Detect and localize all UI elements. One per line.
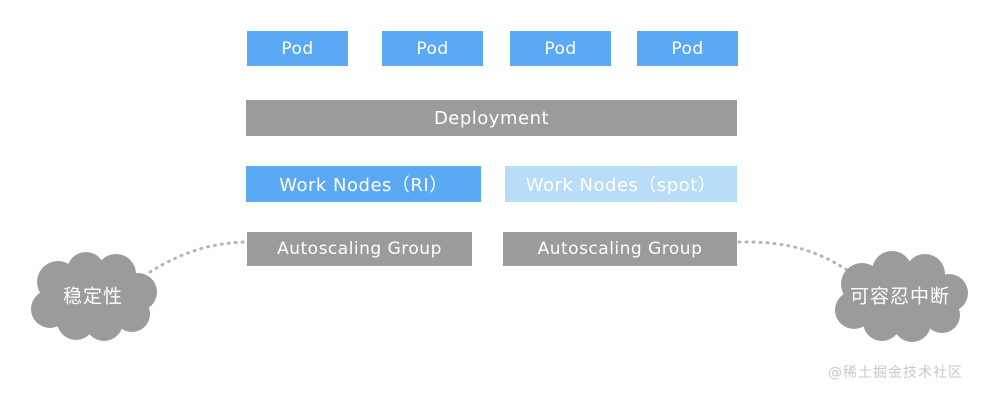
cloud-stability-label: 稳定性 bbox=[62, 285, 123, 308]
pod-box-4: Pod bbox=[637, 31, 738, 66]
connector-left-dotted-path bbox=[148, 240, 247, 274]
autoscaling-group-right-box: Autoscaling Group bbox=[503, 232, 737, 266]
work-nodes-ri-box: Work Nodes（RI） bbox=[246, 166, 481, 202]
pod-box-3: Pod bbox=[510, 31, 611, 66]
work-nodes-spot-box: Work Nodes（spot） bbox=[505, 166, 737, 202]
cloud-shape-right bbox=[835, 251, 968, 342]
deployment-bar: Deployment bbox=[246, 100, 737, 136]
autoscaling-group-left-label: Autoscaling Group bbox=[277, 239, 442, 259]
pod-label-3: Pod bbox=[544, 38, 577, 59]
work-nodes-ri-label: Work Nodes（RI） bbox=[279, 175, 448, 196]
autoscaling-group-right-label: Autoscaling Group bbox=[537, 239, 703, 259]
pod-label-4: Pod bbox=[671, 38, 704, 59]
deployment-label: Deployment bbox=[433, 107, 550, 129]
pod-label-1: Pod bbox=[281, 38, 314, 59]
autoscaling-group-left-box: Autoscaling Group bbox=[247, 232, 472, 266]
cloud-tolerable-interruption: 可容忍中断 bbox=[830, 251, 970, 342]
cloud-tolerable-interruption-label: 可容忍中断 bbox=[849, 285, 950, 308]
cloud-stability: 稳定性 bbox=[28, 252, 158, 341]
cloud-shape-left bbox=[31, 252, 157, 341]
watermark: @稀土掘金技术社区 bbox=[828, 365, 963, 381]
work-nodes-spot-label: Work Nodes（spot） bbox=[525, 175, 717, 196]
pod-label-2: Pod bbox=[416, 38, 449, 59]
pod-box-2: Pod bbox=[382, 31, 483, 66]
pod-box-1: Pod bbox=[247, 31, 348, 66]
